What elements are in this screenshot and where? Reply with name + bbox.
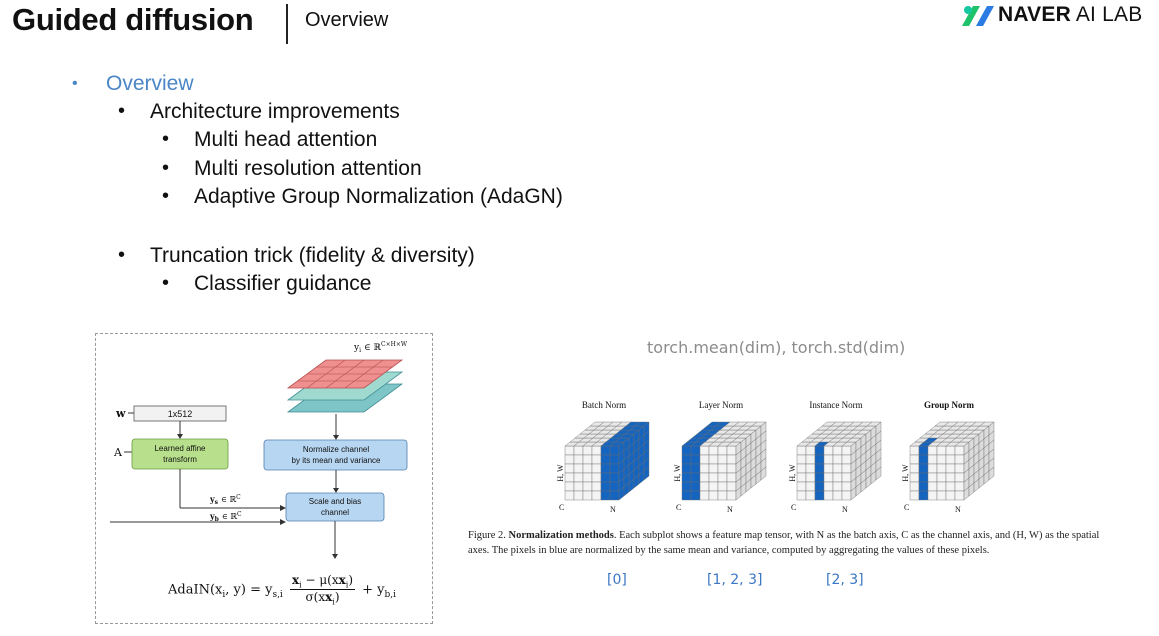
adain-formula: AdaIN(xi, y) = ys,i xi − μ(xxi) σ(xxi) +… [168,573,397,607]
adain-diagram: yi∈ ℝC×H×W w 1x512 A Learned affine tran… [110,341,408,559]
svg-text:Scale and bias: Scale and bias [309,497,361,506]
axis-hw-label: H, W [901,464,910,482]
svg-text:Learned affine: Learned affine [154,444,206,453]
axis-hw-label: H, W [673,464,682,482]
slide-title: Guided diffusion [12,2,254,37]
axis-c-label: C [559,503,564,512]
norm-panel-2: Instance Norm H, W C N [788,400,882,514]
title-divider [286,4,288,44]
figure-caption: Figure 2. Normalization methods. Each su… [468,530,1100,556]
norm-panel-3: Group Norm H, W C N [901,400,995,514]
w-vector-label: 1x512 [168,409,193,419]
bullet-truncation: • Truncation trick (fidelity & diversity… [118,244,475,268]
svg-text:Normalize channel: Normalize channel [303,445,369,454]
bullet-icon: • [118,244,126,266]
dim-label-batch: [0] [607,572,627,588]
bullet-truncation-text: Truncation trick (fidelity & diversity) [150,244,475,267]
norm-panel-1: Layer Norm H, W C N [673,400,767,514]
bullet-icon: • [162,128,170,150]
w-label: w [115,407,126,420]
svg-text:transform: transform [163,455,197,464]
naver-ai-lab-logo-text: NAVER AI LAB [998,3,1143,26]
norm-panel-title: Batch Norm [582,400,626,410]
bullet-icon: • [118,100,126,122]
bullet-architecture-text: Architecture improvements [150,100,400,123]
bullet-arch-item: • Multi resolution attention [162,157,422,180]
ys-label: ys∈ ℝC [209,494,241,506]
norm-panel-title: Layer Norm [699,400,743,410]
feature-tensor-stack [286,359,404,413]
svg-text:by its mean and variance: by its mean and variance [292,456,381,465]
bullet-trunc-item: • Classifier guidance [162,272,372,295]
norm-panel-title: Group Norm [924,400,975,410]
torch-mean-std-label: torch.mean(dim), torch.std(dim) [647,338,906,357]
a-label: A [113,446,123,459]
bullet-icon: • [162,185,170,207]
tensor-set-label: yi∈ ℝC×H×W [353,341,408,354]
bullet-overview: • Overview [72,72,194,96]
norm-panel-0: Batch Norm H, W C N [556,400,650,514]
svg-text:channel: channel [321,508,349,517]
adain-figure: yi∈ ℝC×H×W w 1x512 A Learned affine tran… [95,333,433,624]
axis-hw-label: H, W [556,464,565,482]
yb-label: yb∈ ℝC [209,511,242,523]
axis-n-label: N [610,505,616,514]
bullet-arch-item: • Adaptive Group Normalization (AdaGN) [162,185,563,208]
bullet-arch-item: • Multi head attention [162,128,378,151]
axis-n-label: N [842,505,848,514]
axis-n-label: N [955,505,961,514]
bullet-icon: • [162,157,170,179]
axis-hw-label: H, W [788,464,797,482]
axis-c-label: C [904,503,909,512]
dim-label-layer: [1, 2, 3] [707,572,763,588]
axis-c-label: C [676,503,681,512]
naver-logo-icon [962,6,994,26]
bullet-icon: • [162,272,170,294]
axis-n-label: N [727,505,733,514]
axis-c-label: C [791,503,796,512]
dim-label-instance: [2, 3] [826,572,864,588]
bullet-architecture: • Architecture improvements [118,100,400,124]
bullet-overview-text: Overview [106,72,194,95]
slide-subtitle: Overview [305,9,389,31]
norm-panel-title: Instance Norm [809,400,862,410]
bullet-icon: • [72,75,78,92]
